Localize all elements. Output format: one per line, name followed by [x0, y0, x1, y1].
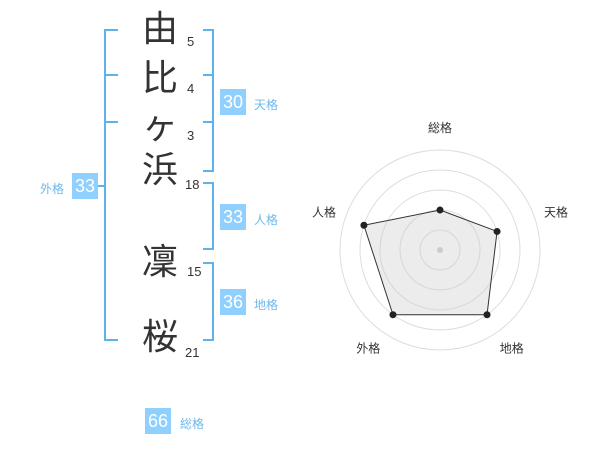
stroke-count-4: 18	[185, 177, 200, 192]
name-char-6: 桜	[141, 317, 178, 358]
tenkaku-bracket-tick-2	[203, 74, 214, 76]
gaikaku-label: 外格	[40, 182, 65, 196]
radar-center	[437, 247, 443, 253]
tenkaku-badge: 30	[220, 89, 247, 115]
jinkaku-bracket	[212, 182, 214, 250]
jinkaku-bracket-bottom-tick	[203, 248, 214, 250]
soukaku-badge: 66	[145, 408, 172, 434]
stroke-count-6: 21	[185, 345, 200, 360]
radar-point-4	[389, 311, 397, 319]
radar-axis-label-2: 天格	[544, 204, 568, 219]
stroke-count-1: 5	[187, 34, 195, 49]
tenkaku-bracket-tick-3	[203, 121, 214, 123]
radar-axis-label-3: 地格	[500, 341, 524, 356]
stroke-count-2: 4	[187, 81, 195, 96]
gaikaku-bracket-connector	[96, 185, 104, 187]
gaikaku-bracket-top-tick	[104, 29, 118, 31]
chikaku-label: 地格	[254, 298, 279, 312]
radar-point-5	[360, 221, 368, 229]
soukaku-label: 総格	[180, 417, 205, 431]
radar-point-3	[483, 311, 491, 319]
radar-area-polygon	[363, 209, 498, 316]
name-char-5: 凜	[141, 242, 178, 283]
tenkaku-label: 天格	[254, 98, 279, 112]
gaikaku-bracket-tick-2	[104, 74, 118, 76]
tenkaku-bracket	[212, 29, 214, 172]
name-char-3: ヶ	[141, 106, 178, 147]
radar-axis-label-5: 人格	[312, 204, 336, 219]
gaikaku-bracket	[104, 29, 106, 341]
jinkaku-label: 人格	[254, 213, 279, 227]
chikaku-bracket-bottom-tick	[203, 339, 214, 341]
radar-ring-4	[359, 169, 521, 331]
name-char-1: 由	[141, 9, 178, 50]
stroke-count-3: 3	[187, 128, 195, 143]
gaikaku-badge: 33	[72, 173, 99, 199]
name-char-2: 比	[141, 58, 178, 99]
chikaku-bracket-top-tick	[203, 262, 214, 264]
gaikaku-bracket-bottom-tick	[104, 339, 118, 341]
tenkaku-bracket-bottom-tick	[203, 170, 214, 172]
radar-ring-5	[339, 149, 541, 351]
radar-point-1	[436, 206, 444, 214]
jinkaku-badge: 33	[220, 204, 247, 230]
radar-ring-1	[419, 229, 461, 271]
chikaku-badge: 36	[220, 289, 247, 315]
tenkaku-bracket-top-tick	[203, 29, 214, 31]
radar-axis-label-4: 外格	[356, 341, 380, 356]
name-char-4: 浜	[141, 150, 178, 191]
radar-ring-3	[379, 189, 501, 311]
jinkaku-bracket-top-tick	[203, 182, 214, 184]
radar-axis-label-1: 総格	[428, 120, 452, 135]
radar-point-2	[493, 227, 501, 235]
stroke-count-5: 15	[187, 264, 202, 279]
chikaku-bracket	[212, 262, 214, 341]
gaikaku-bracket-tick-3	[104, 121, 118, 123]
